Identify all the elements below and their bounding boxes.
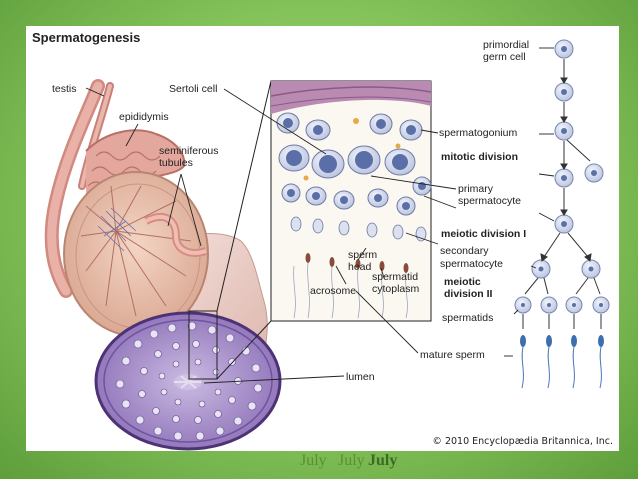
label-meiotic-division-1: meiotic division I (441, 228, 526, 240)
tubule-cross-section (94, 310, 282, 451)
label-spermatogonium: spermatogonium (439, 127, 517, 139)
footer-word-1: July (300, 452, 327, 469)
label-lumen: lumen (346, 371, 375, 383)
footer-word-2: July (338, 452, 365, 469)
leader-lines (85, 47, 555, 384)
label-acrosome: acrosome (310, 285, 356, 297)
label-germ-cell: germ cell (483, 51, 526, 63)
background-footer-text: July July July (0, 452, 638, 479)
label-primary-spermatocyte: spermatocyte (458, 195, 521, 207)
label-division-2: division II (444, 288, 493, 300)
label-secondary: secondary (440, 245, 489, 257)
label-sertoli-cell: Sertoli cell (169, 83, 217, 95)
footer-word-3: July (368, 452, 398, 469)
label-sperm: sperm (348, 249, 377, 261)
label-meiotic: meiotic (444, 276, 481, 288)
spermatogenesis-diagram: testis epididymis seminiferous tubules S… (44, 39, 610, 451)
mature-sperm-row (520, 314, 604, 389)
label-primary: primary (458, 183, 494, 195)
diagram-title: Spermatogenesis (32, 30, 141, 45)
label-mature-sperm: mature sperm (420, 349, 485, 361)
label-head: head (348, 261, 372, 273)
label-tubules: tubules (159, 157, 193, 169)
label-spermatids: spermatids (442, 312, 493, 324)
diagram-panel: testis epididymis seminiferous tubules S… (26, 26, 619, 451)
label-seminiferous: seminiferous (159, 145, 219, 157)
spermatogenesis-progression (514, 39, 610, 389)
label-epididymis: epididymis (119, 111, 169, 123)
label-testis: testis (52, 83, 77, 95)
copyright-notice: © 2010 Encyclopædia Britannica, Inc. (432, 436, 613, 447)
label-mitotic-division: mitotic division (441, 151, 518, 163)
label-spermatid: spermatid (372, 271, 418, 283)
label-primordial: primordial (483, 39, 529, 51)
label-cytoplasm: cytoplasm (372, 283, 420, 295)
testis (63, 171, 209, 337)
label-secondary-spermatocyte: spermatocyte (440, 258, 503, 270)
